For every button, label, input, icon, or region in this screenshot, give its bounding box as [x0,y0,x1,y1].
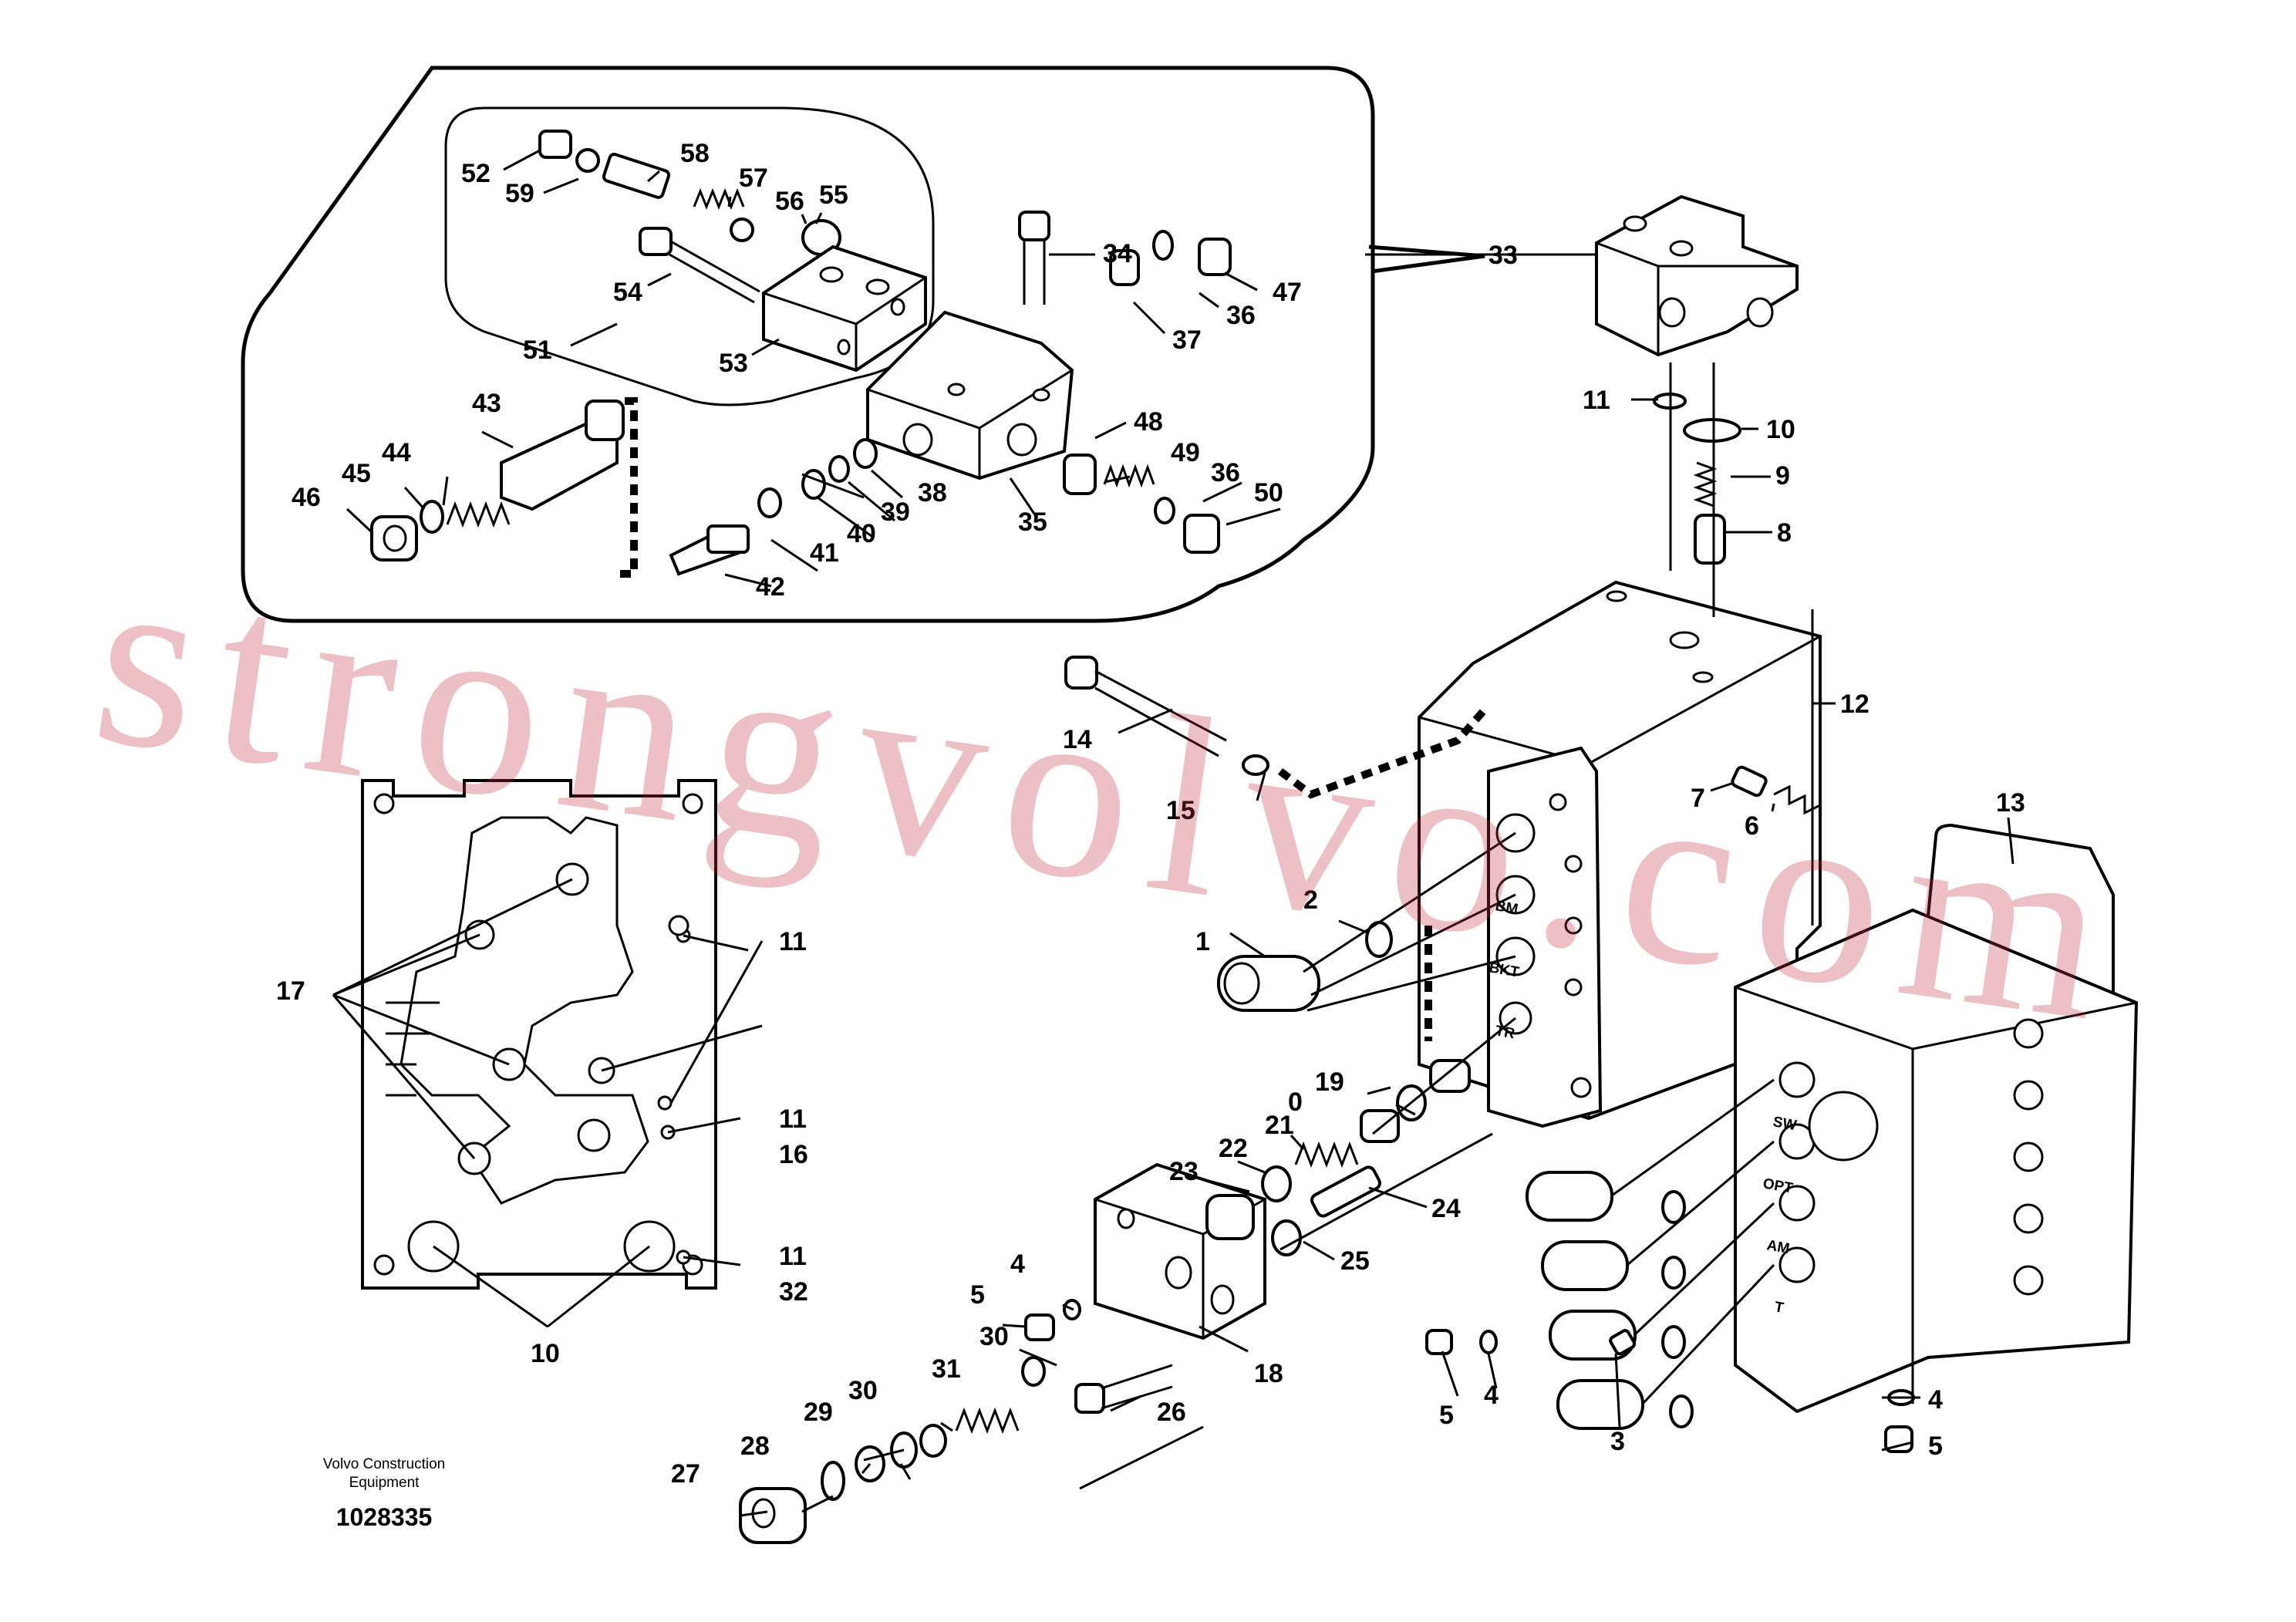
port-label-bm: BM [1494,898,1519,918]
callout-0: 0 [1288,1088,1303,1117]
callout-33: 33 [1489,241,1518,270]
callout-51: 51 [523,336,552,365]
document-number: 1028335 [336,1503,433,1531]
callout-5-lower: 5 [970,1280,985,1310]
port-label-am: AM [1765,1237,1791,1257]
callout-54: 54 [613,278,642,307]
callout-25: 25 [1340,1246,1370,1276]
callout-41: 41 [810,538,839,568]
callout-13: 13 [1996,788,2025,818]
callout-15: 15 [1166,796,1195,825]
callout-11-plate-b: 11 [779,1104,807,1134]
callout-8: 8 [1777,518,1792,548]
callout-10-plate: 10 [531,1339,560,1368]
callout-35: 35 [1018,508,1047,537]
callout-31: 31 [932,1354,961,1384]
leader-lines [332,149,2014,1517]
callout-56: 56 [775,187,804,216]
callout-17: 17 [276,976,305,1006]
callout-6: 6 [1745,811,1759,841]
callout-3: 3 [1610,1427,1625,1456]
callout-50: 50 [1254,478,1283,508]
callout-11-plate-c: 11 [779,1242,807,1271]
callout-5-mid: 5 [1439,1401,1454,1430]
callout-4-mid: 4 [1484,1381,1499,1410]
callout-42: 42 [756,572,785,602]
callout-39: 39 [881,497,910,527]
callout-36-top: 36 [1226,301,1256,330]
detail-inset [241,66,1485,623]
callout-59: 59 [505,179,534,208]
main-valve-body: BM BKT TR [1418,580,1822,1128]
callout-4-right: 4 [1928,1385,1943,1415]
port-label-sw: SW [1772,1114,1798,1134]
callout-18: 18 [1254,1359,1283,1388]
callout-34: 34 [1103,239,1132,268]
callout-46: 46 [292,483,321,512]
callout-45: 45 [342,459,371,488]
callouts: 52 59 58 57 56 55 54 51 53 34 47 36 37 4… [276,139,2025,1489]
callout-36-right: 36 [1211,458,1240,487]
port-label-t: T [1773,1299,1785,1317]
callout-19: 19 [1315,1067,1344,1097]
credit-line-1: Volvo Construction [323,1456,445,1472]
callout-38: 38 [918,478,947,508]
left-plug-and-bolt [1064,656,1393,1012]
callout-5-right: 5 [1928,1431,1943,1461]
callout-32: 32 [779,1277,808,1307]
callout-47: 47 [1273,278,1302,307]
callout-44: 44 [382,438,411,467]
callout-14: 14 [1063,725,1092,754]
callout-52: 52 [461,159,491,188]
callout-40: 40 [847,519,876,548]
callout-11-plate-a: 11 [779,927,807,956]
callout-43: 43 [472,389,501,418]
callout-16: 16 [779,1140,808,1169]
callout-12: 12 [1840,690,1870,719]
credit-line-2: Equipment [349,1475,420,1491]
callout-23: 23 [1169,1157,1199,1186]
callout-1: 1 [1195,927,1210,956]
callout-11-top: 11 [1583,386,1610,415]
callout-9: 9 [1775,461,1790,491]
callout-22: 22 [1219,1134,1248,1163]
callout-28: 28 [740,1431,770,1461]
callout-55: 55 [819,180,848,210]
watermark: strongvolvo.com [80,514,2141,1077]
callout-4-lower: 4 [1010,1249,1025,1279]
callout-30-upper: 30 [979,1322,1009,1351]
callout-37: 37 [1172,325,1202,355]
callout-2: 2 [1303,885,1318,915]
callout-48: 48 [1134,407,1163,437]
callout-57: 57 [739,164,768,193]
lower-parts [739,1059,1471,1544]
top-cover [1595,194,1821,926]
callout-27: 27 [671,1459,700,1489]
callout-29: 29 [804,1398,833,1427]
credit-block: Volvo Construction Equipment 1028335 [323,1456,445,1531]
callout-7: 7 [1691,784,1705,813]
callout-58: 58 [680,139,710,168]
callout-10-top: 10 [1766,415,1795,444]
callout-53: 53 [719,349,748,378]
callout-26: 26 [1157,1398,1186,1427]
callout-49: 49 [1171,438,1200,467]
right-valve-section: SW OPT AM T [1425,823,2139,1453]
callout-21: 21 [1265,1111,1294,1140]
callout-30-lower: 30 [848,1376,878,1405]
callout-24: 24 [1431,1194,1461,1223]
